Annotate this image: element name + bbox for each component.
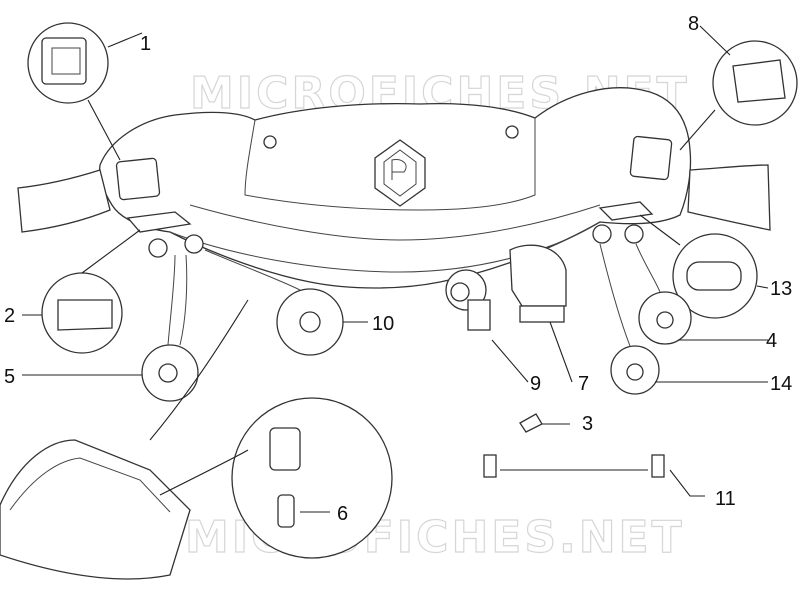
bulb-icon <box>599 243 768 395</box>
bulb-icon <box>22 254 199 402</box>
callout-6: 6 <box>337 503 348 525</box>
dashboard-icon <box>0 299 249 580</box>
bulb-icon <box>204 249 368 356</box>
callout-8: 8 <box>688 13 699 35</box>
switch-icon <box>27 22 143 161</box>
bulb-icon <box>635 243 768 345</box>
socket-icon <box>509 244 573 383</box>
callout-11: 11 <box>715 488 736 510</box>
callout-13: 13 <box>770 278 792 300</box>
callout-7: 7 <box>578 373 589 395</box>
bulb-icon <box>231 397 393 559</box>
brand-logo-icon <box>374 139 426 207</box>
callout-1: 1 <box>140 33 151 55</box>
bulb-icon <box>519 413 570 433</box>
switch-icon <box>639 214 769 319</box>
callout-10: 10 <box>372 313 394 335</box>
switch-icon <box>22 229 141 354</box>
callout-2: 2 <box>4 305 15 327</box>
callout-4: 4 <box>766 330 777 352</box>
callout-14: 14 <box>770 373 792 395</box>
callout-3: 3 <box>582 413 593 435</box>
switch-icon <box>679 25 798 151</box>
callout-5: 5 <box>4 366 15 388</box>
socket-icon <box>445 269 529 383</box>
socket-icon <box>483 454 705 497</box>
callout-9: 9 <box>530 373 541 395</box>
